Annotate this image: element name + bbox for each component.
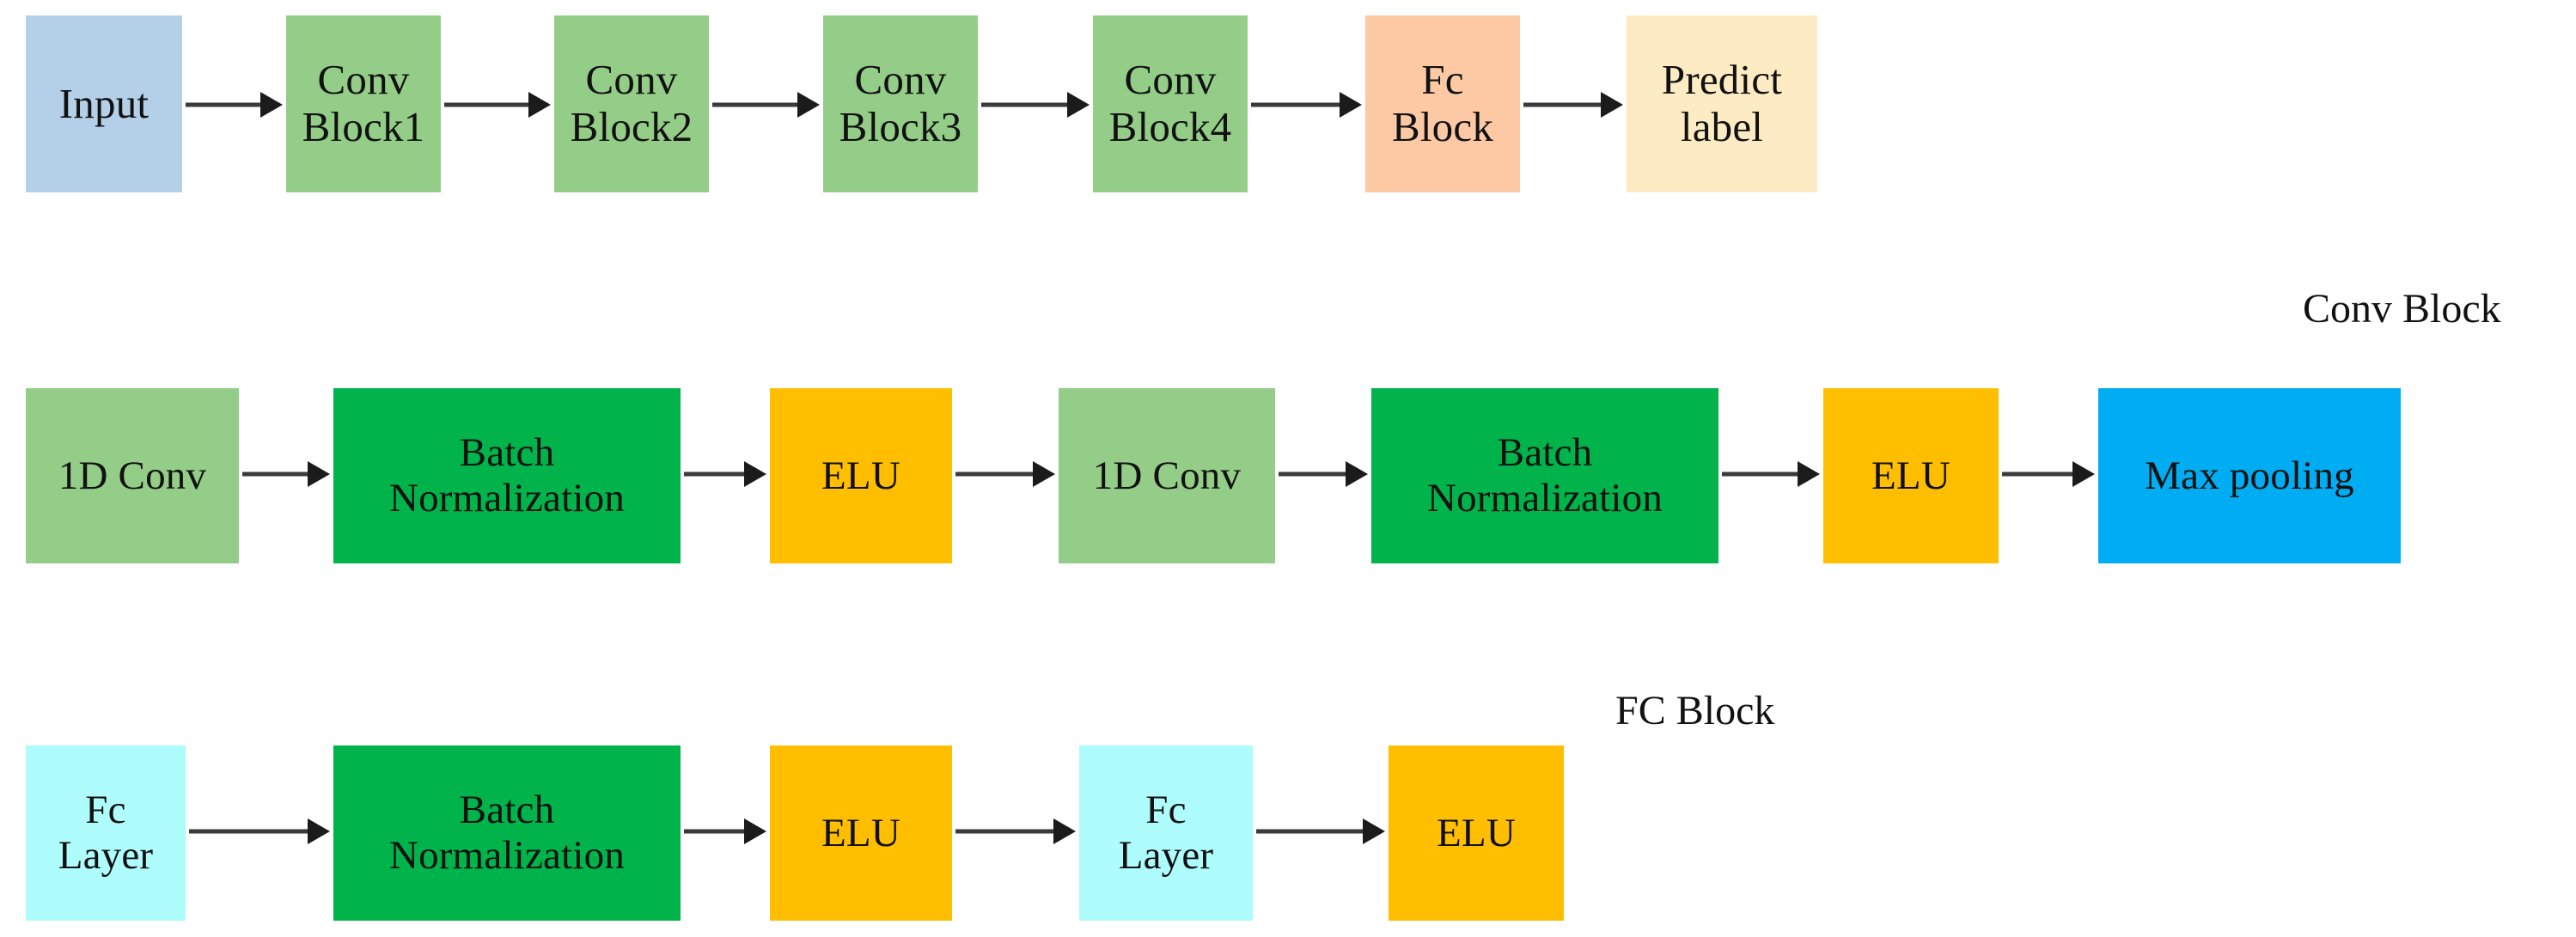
arrow-head-icon xyxy=(1033,461,1055,487)
node-bn_b: Batch Normalization xyxy=(1371,388,1718,563)
node-label-predict: Predict label xyxy=(1661,56,1783,150)
arrow-head-icon xyxy=(1346,461,1368,487)
node-conv_block1: Conv Block1 xyxy=(286,15,441,192)
arrow-shaft xyxy=(712,102,799,107)
node-label-conv_block4: Conv Block4 xyxy=(1108,56,1232,150)
node-input: Input xyxy=(26,15,182,192)
node-label-elu_a: ELU xyxy=(821,453,900,498)
node-label-input: Input xyxy=(58,79,150,127)
arrow-shaft xyxy=(1279,472,1347,477)
arrow-head-icon xyxy=(744,818,766,844)
node-label-fc_layer_a: Fc Layer xyxy=(58,788,154,878)
arrow-head-icon xyxy=(1363,818,1385,844)
arrow-shaft xyxy=(1256,829,1364,834)
arrow-head-icon xyxy=(308,818,330,844)
node-elu_a: ELU xyxy=(770,388,952,563)
node-conv_block4: Conv Block4 xyxy=(1093,15,1248,192)
node-conv_block3: Conv Block3 xyxy=(823,15,978,192)
arrow-shaft xyxy=(1722,472,1799,477)
arrow-head-icon xyxy=(1340,92,1362,118)
arrow-head-icon xyxy=(260,92,283,118)
node-label-fc_block: Fc Block xyxy=(1391,56,1494,150)
arrow-shaft xyxy=(684,472,746,477)
node-label-maxpool: Max pooling xyxy=(2145,453,2354,498)
node-label-conv_block3: Conv Block3 xyxy=(839,56,962,150)
node-label-conv1d_a: 1D Conv xyxy=(58,453,207,498)
arrow-head-icon xyxy=(308,461,330,487)
node-bn_a: Batch Normalization xyxy=(333,388,681,563)
node-label-conv_block2: Conv Block2 xyxy=(570,56,693,150)
node-elu_b: ELU xyxy=(1823,388,1999,563)
node-conv_block2: Conv Block2 xyxy=(554,15,709,192)
node-label-bn_fc: Batch Normalization xyxy=(388,788,626,878)
node-fc_block: Fc Block xyxy=(1365,15,1520,192)
node-elu_fc_b: ELU xyxy=(1389,745,1564,921)
arrow-shaft xyxy=(1251,102,1341,107)
arrow-shaft xyxy=(444,102,530,107)
node-elu_fc_a: ELU xyxy=(770,745,952,921)
conv-block-section-title: Conv Block xyxy=(2303,286,2501,332)
arrow-shaft xyxy=(242,472,309,477)
arrow-shaft xyxy=(2002,472,2074,477)
arrow-shaft xyxy=(186,102,262,107)
node-label-elu_fc_b: ELU xyxy=(1437,810,1516,855)
arrow-head-icon xyxy=(744,461,766,487)
arrow-shaft xyxy=(189,829,309,834)
arrow-shaft xyxy=(955,472,1035,477)
node-conv1d_b: 1D Conv xyxy=(1059,388,1275,563)
arrow-head-icon xyxy=(797,92,820,118)
arrow-shaft xyxy=(1523,102,1602,107)
arrow-head-icon xyxy=(2072,461,2095,487)
node-conv1d_a: 1D Conv xyxy=(26,388,239,563)
node-predict: Predict label xyxy=(1627,15,1817,192)
arrow-head-icon xyxy=(1798,461,1820,487)
node-label-bn_a: Batch Normalization xyxy=(388,430,626,520)
node-bn_fc: Batch Normalization xyxy=(333,745,681,921)
arrow-shaft xyxy=(981,102,1069,107)
node-label-conv_block1: Conv Block1 xyxy=(302,56,425,150)
arrow-shaft xyxy=(955,829,1055,834)
node-label-fc_layer_b: Fc Layer xyxy=(1118,788,1214,878)
arrow-head-icon xyxy=(1053,818,1076,844)
node-label-elu_b: ELU xyxy=(1871,453,1950,498)
arrow-head-icon xyxy=(1067,92,1090,118)
node-maxpool: Max pooling xyxy=(2098,388,2401,563)
fc-block-section-title: FC Block xyxy=(1615,688,1775,733)
node-fc_layer_a: Fc Layer xyxy=(26,745,186,921)
node-label-bn_b: Batch Normalization xyxy=(1426,430,1663,520)
arrow-head-icon xyxy=(528,92,551,118)
node-fc_layer_b: Fc Layer xyxy=(1079,745,1253,921)
node-label-elu_fc_a: ELU xyxy=(821,810,900,855)
node-label-conv1d_b: 1D Conv xyxy=(1092,453,1242,498)
arrow-head-icon xyxy=(1601,92,1623,118)
arrow-shaft xyxy=(684,829,746,834)
